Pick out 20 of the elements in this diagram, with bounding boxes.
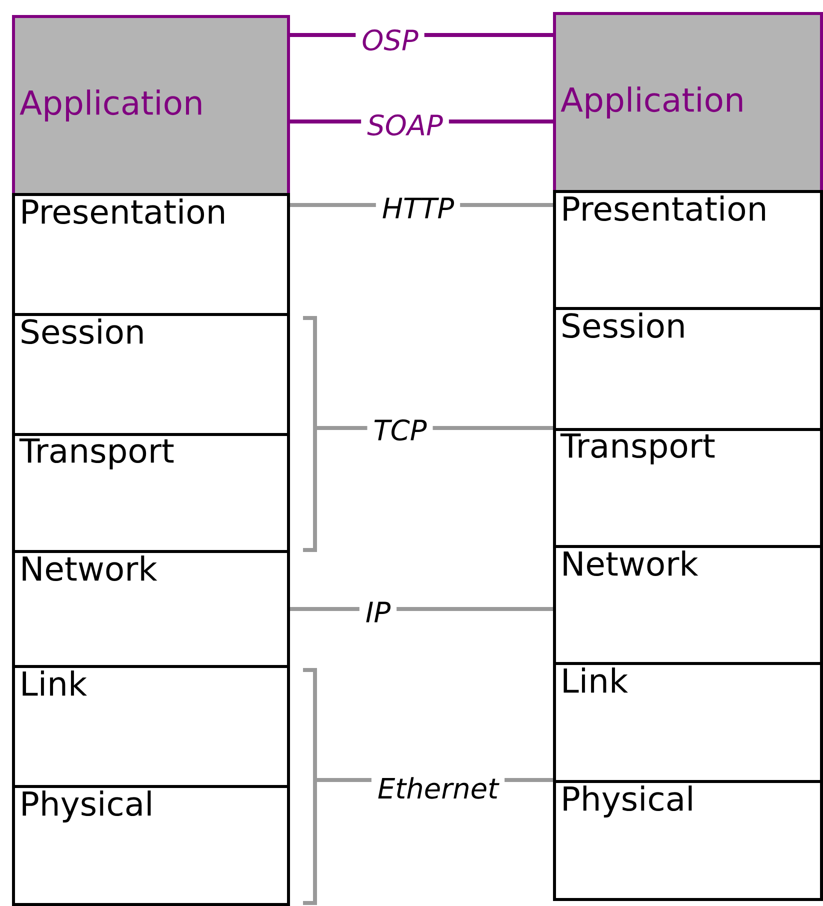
edge-label: OSP [356, 27, 424, 53]
edge-label: HTTP [376, 196, 460, 220]
layer-box: Physical [553, 780, 823, 901]
layer-box: Session [553, 307, 823, 431]
layer-box: Application [553, 12, 823, 193]
edge-label: Ethernet [371, 775, 505, 801]
layer-box: Link [553, 662, 823, 783]
edge-label: TCP [367, 417, 433, 443]
layer-box: Transport [12, 433, 290, 553]
layer-box: Application [12, 15, 290, 196]
layer-box: Transport [553, 428, 823, 548]
layer-box: Presentation [12, 193, 290, 316]
layer-box: Link [12, 665, 290, 788]
layer-box: Network [553, 545, 823, 665]
layer-box: Physical [12, 785, 290, 906]
edge-label: SOAP [361, 112, 449, 138]
edge-label: IP [359, 600, 397, 624]
layer-box: Session [12, 313, 290, 436]
layer-box: Network [12, 550, 290, 668]
layer-box: Presentation [553, 190, 823, 310]
